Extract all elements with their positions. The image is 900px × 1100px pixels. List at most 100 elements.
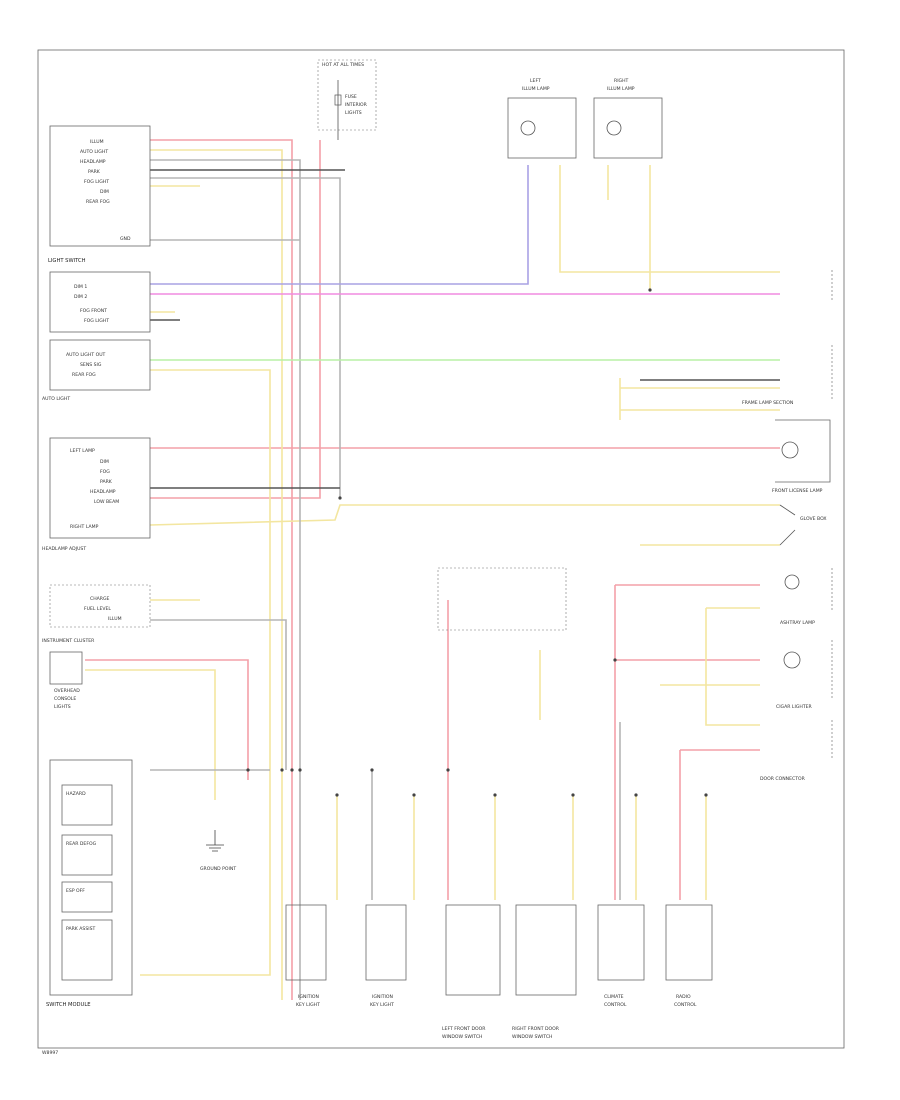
illum-lamp: LEFT FRONT DOOR WINDOW SWITCH bbox=[442, 904, 501, 1040]
illum-lamp: RIGHT FRONT DOOR WINDOW SWITCH bbox=[512, 904, 577, 1040]
pin-label: PARK bbox=[88, 169, 101, 175]
pin-label: FOG LIGHT bbox=[84, 179, 109, 185]
switch-module-title: SWITCH MODULE bbox=[46, 1002, 91, 1008]
license-lamp-label: FRONT LICENSE LAMP bbox=[772, 488, 823, 494]
illum-lamp-row: IGNITION KEY LIGHT IGNITION KEY LIGHT LE… bbox=[285, 904, 713, 1040]
pin-label: RIGHT LAMP bbox=[70, 524, 99, 530]
pin-label: FOG bbox=[100, 469, 110, 475]
frame-lamp-label: FRAME LAMP SECTION bbox=[742, 400, 793, 406]
wire-gray bbox=[150, 619, 287, 770]
pin-label: REAR FOG bbox=[72, 372, 96, 378]
cigar-lighter-label: CIGAR LIGHTER bbox=[776, 704, 813, 710]
ashtray-lamp-icon bbox=[784, 574, 800, 590]
pin-label: FOG LIGHT bbox=[84, 318, 109, 324]
switch-item: REAR DEFOG bbox=[66, 841, 97, 847]
illum-lamp-sub: CONTROL bbox=[674, 1002, 697, 1008]
splice-points bbox=[246, 288, 708, 797]
switch-group-frame bbox=[437, 567, 567, 631]
pin-label: DIM 1 bbox=[74, 284, 87, 290]
ashtray-lamp-label: ASHTRAY LAMP bbox=[780, 620, 815, 626]
illum-lamp-sub: WINDOW SWITCH bbox=[442, 1034, 483, 1040]
wire-purple bbox=[150, 165, 529, 285]
wire-yellow bbox=[140, 369, 271, 976]
fuse-label: LIGHTS bbox=[345, 110, 362, 116]
right-side-components: FRAME LAMP SECTION FRONT LICENSE LAMP GL… bbox=[742, 270, 833, 782]
wire-yellow bbox=[559, 165, 780, 273]
switch-module: HAZARD REAR DEFOG ESP OFF PARK ASSIST SW… bbox=[46, 759, 133, 1008]
pin-label: DIM 2 bbox=[74, 294, 87, 300]
overhead-title: OVERHEAD bbox=[54, 688, 80, 694]
light-switch: ILLUM AUTO LIGHT HEADLAMP PARK FOG LIGHT… bbox=[48, 125, 151, 264]
auto-light-title: AUTO LIGHT bbox=[42, 396, 70, 402]
pin-label: LEFT LAMP bbox=[70, 448, 95, 454]
pin-label: PARK bbox=[100, 479, 113, 485]
wires bbox=[85, 139, 780, 1000]
lamp-sub: ILLUM LAMP bbox=[607, 86, 635, 92]
headlamp-adjust: LEFT LAMP DIM FOG PARK HEADLAMP LOW BEAM… bbox=[42, 437, 151, 552]
outer-frame bbox=[37, 49, 845, 1049]
illum-lamp-name: IGNITION bbox=[298, 994, 319, 1000]
light-switch-pins: ILLUM AUTO LIGHT HEADLAMP PARK FOG LIGHT… bbox=[80, 139, 131, 242]
pin-label: DIM bbox=[100, 459, 109, 465]
pin-label: AUTO LIGHT OUT bbox=[66, 352, 106, 358]
wire-yellow bbox=[150, 149, 283, 1000]
wire-red bbox=[85, 659, 249, 780]
license-lamp-icon bbox=[781, 441, 799, 459]
switch-item: ESP OFF bbox=[66, 888, 85, 894]
headlamp-adjust-title: HEADLAMP ADJUST bbox=[42, 546, 86, 552]
wire-red bbox=[150, 139, 293, 1000]
instrument-cluster-title: INSTRUMENT CLUSTER bbox=[42, 638, 95, 644]
switch-item: HAZARD bbox=[66, 791, 86, 797]
pin-label: REAR FOG bbox=[86, 199, 110, 205]
pin-label: GND bbox=[120, 236, 131, 242]
cigar-lighter-icon bbox=[783, 651, 801, 669]
switch-item: PARK ASSIST bbox=[66, 926, 96, 932]
wire-yellow bbox=[149, 504, 780, 526]
pin-label: SENS SIG bbox=[80, 362, 102, 368]
lamp-sub: ILLUM LAMP bbox=[522, 86, 550, 92]
right-illum-lamp: RIGHT ILLUM LAMP bbox=[593, 78, 663, 159]
pin-label: CHARGE bbox=[90, 596, 110, 602]
diagram-code: W8997 bbox=[42, 1050, 58, 1056]
illum-lamp-sub: CONTROL bbox=[604, 1002, 627, 1008]
fuse-label: INTERIOR bbox=[345, 102, 368, 108]
auto-light: AUTO LIGHT OUT SENS SIG REAR FOG AUTO LI… bbox=[42, 339, 151, 402]
illum-lamp-sub: WINDOW SWITCH bbox=[512, 1034, 553, 1040]
lamp-title: RIGHT bbox=[614, 78, 629, 84]
fuse-block-title: HOT AT ALL TIMES bbox=[322, 62, 364, 68]
illum-lamp-name: RIGHT FRONT DOOR bbox=[512, 1026, 560, 1032]
wire-gray bbox=[150, 177, 341, 498]
instrument-cluster: CHARGE FUEL LEVEL ILLUM INSTRUMENT CLUST… bbox=[42, 584, 151, 644]
illum-lamp-name: IGNITION bbox=[372, 994, 393, 1000]
illum-lamp: IGNITION KEY LIGHT bbox=[285, 904, 327, 1008]
illum-lamp-name: LEFT FRONT DOOR bbox=[442, 1026, 486, 1032]
pin-label: FOG FRONT bbox=[80, 308, 107, 314]
wire-gray bbox=[150, 159, 301, 1000]
illum-lamp: CLIMATE CONTROL bbox=[597, 904, 645, 1008]
pin-label: HEADLAMP bbox=[80, 159, 106, 165]
overhead-console: OVERHEAD CONSOLE LIGHTS bbox=[49, 651, 83, 710]
overhead-line: CONSOLE bbox=[54, 696, 76, 702]
pin-label: AUTO LIGHT bbox=[80, 149, 108, 155]
ground-label: GROUND POINT bbox=[200, 866, 236, 872]
illum-lamp: RADIO CONTROL bbox=[665, 904, 713, 1008]
pin-label: LOW BEAM bbox=[94, 499, 119, 505]
glove-box-label: GLOVE BOX bbox=[800, 516, 827, 522]
illum-lamp-sub: KEY LIGHT bbox=[370, 1002, 394, 1008]
left-illum-lamp: LEFT ILLUM LAMP bbox=[507, 78, 577, 159]
pin-label: FUEL LEVEL bbox=[84, 606, 111, 612]
lamp-title: LEFT bbox=[530, 78, 541, 84]
pin-label: ILLUM bbox=[108, 616, 122, 622]
fuse-label: FUSE bbox=[345, 94, 357, 100]
wire-red bbox=[150, 140, 321, 499]
wire-yellow bbox=[85, 669, 216, 800]
dimmer: DIM 1 DIM 2 FOG FRONT FOG LIGHT bbox=[49, 271, 151, 333]
fuse-block: HOT AT ALL TIMES FUSE INTERIOR LIGHTS bbox=[317, 59, 377, 140]
ground-point: GROUND POINT bbox=[200, 830, 236, 872]
pin-label: ILLUM bbox=[90, 139, 104, 145]
illum-lamp-sub: KEY LIGHT bbox=[296, 1002, 320, 1008]
door-connector-label: DOOR CONNECTOR bbox=[760, 776, 806, 782]
pin-label: DIM bbox=[100, 189, 109, 195]
